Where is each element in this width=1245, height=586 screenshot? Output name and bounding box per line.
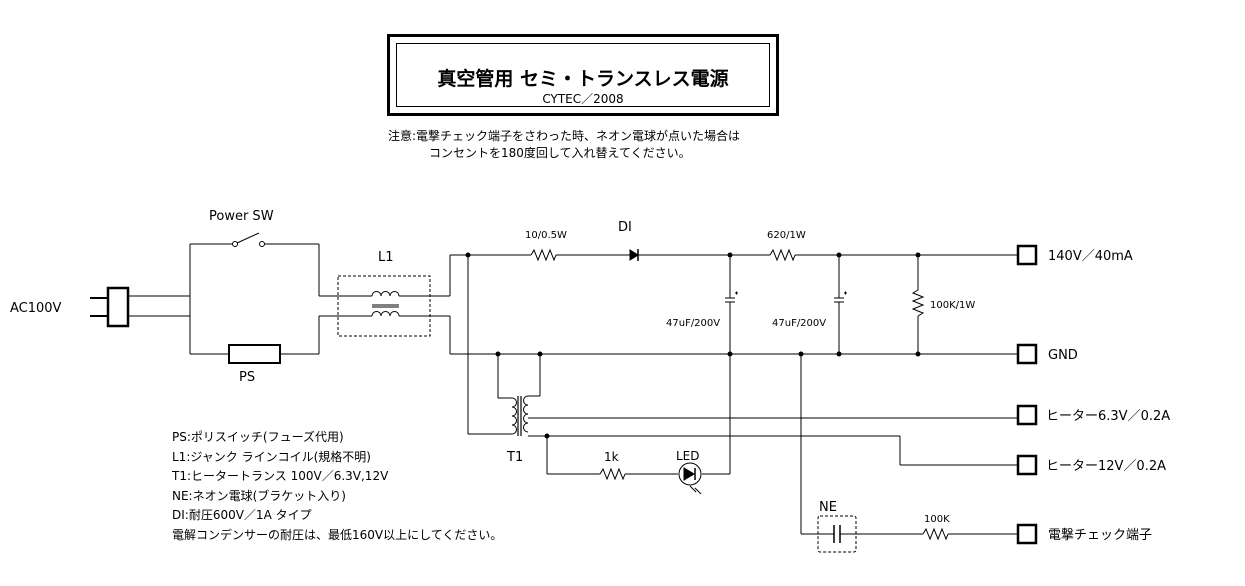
capacitor-c1-symbol — [725, 255, 738, 474]
terminal-shock-check — [1016, 523, 1038, 545]
l1-label: L1 — [378, 250, 394, 265]
terminal-heater-6v — [1016, 404, 1038, 426]
diagram-title: 真空管用 セミ・トランスレス電源 — [437, 68, 729, 90]
parts-legend: PS:ポリスイッチ(フューズ代用) L1:ジャンク ラインコイル(規格不明) T… — [172, 428, 502, 545]
heater-12v-terminal-label: ヒーター12V／0.2A — [1046, 459, 1166, 474]
polyswitch-ps-symbol — [190, 316, 320, 364]
junction-dots — [465, 252, 921, 439]
power-sw-label: Power SW — [209, 209, 274, 224]
legend-item: NE:ネオン電球(ブラケット入り) — [172, 488, 346, 503]
led-label: LED — [676, 449, 700, 463]
r-1k-label: 1k — [604, 450, 619, 464]
legend-item: 電解コンデンサーの耐圧は、最低160V以上にしてください。 — [172, 527, 503, 542]
title-inner-frame: 真空管用 セミ・トランスレス電源 CYTEC／2008 — [396, 43, 770, 107]
neon-lamp-ne-symbol — [800, 354, 1018, 553]
caution-line-1: 注意:電撃チェック端子をさわった時、ネオン電球が点いた場合は — [388, 129, 741, 143]
di-label: DI — [618, 220, 632, 235]
capacitor-c2-symbol — [834, 255, 847, 354]
led-branch-symbol — [546, 436, 730, 495]
c2-label: 47uF/200V — [772, 318, 826, 329]
shock-check-terminal-label: 電撃チェック端子 — [1048, 527, 1152, 543]
diagram-credit: CYTEC／2008 — [542, 92, 624, 106]
heater-6v-terminal-label: ヒーター6.3V／0.2A — [1046, 409, 1170, 424]
ps-label: PS — [239, 370, 255, 385]
legend-item: DI:耐圧600V／1A タイプ — [172, 508, 312, 522]
ac-plug-symbol — [90, 286, 190, 328]
title-box: 真空管用 セミ・トランスレス電源 CYTEC／2008 — [387, 34, 779, 116]
c1-label: 47uF/200V — [666, 318, 720, 329]
ac-input-label: AC100V — [10, 301, 62, 316]
b-plus-rail — [450, 248, 1018, 262]
legend-item: L1:ジャンク ラインコイル(規格不明) — [172, 449, 371, 464]
bleeder-resistor-symbol — [911, 255, 925, 354]
legend-item: PS:ポリスイッチ(フューズ代用) — [172, 430, 344, 444]
caution-line-2: コンセントを180度回して入れ替えてください。 — [429, 146, 691, 160]
power-switch-symbol — [189, 232, 320, 354]
r-100k-bleeder-label: 100K/1W — [930, 300, 975, 311]
heater-transformer-t1-symbol — [467, 255, 1018, 466]
r-10-label: 10/0.5W — [525, 230, 567, 241]
line-coil-l1-symbol — [319, 255, 451, 354]
b-plus-terminal-label: 140V／40mA — [1048, 249, 1133, 264]
r-620-label: 620/1W — [767, 230, 806, 241]
legend-item: T1:ヒータートランス 100V／6.3V,12V — [172, 469, 389, 483]
terminal-heater-12v — [1016, 454, 1038, 476]
t1-label: T1 — [506, 450, 523, 465]
terminal-b-plus — [1016, 244, 1038, 266]
gnd-terminal-label: GND — [1048, 348, 1078, 363]
ne-label: NE — [819, 500, 837, 515]
caution-note: 注意:電撃チェック端子をさわった時、ネオン電球が点いた場合は コンセントを180… — [388, 128, 740, 162]
r-100k-label: 100K — [924, 514, 950, 525]
terminal-gnd — [1016, 343, 1038, 365]
